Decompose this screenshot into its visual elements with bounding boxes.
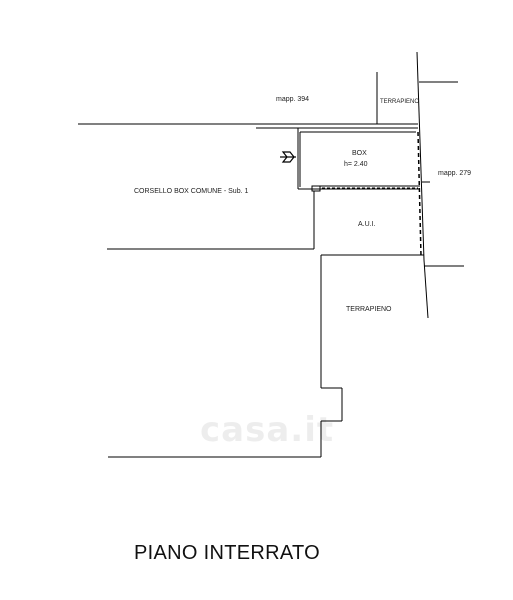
label-terrapieno-top: TERRAPIENO: [380, 99, 420, 105]
plan-title: PIANO INTERRATO: [134, 542, 321, 564]
label-mapp-279: mapp. 279: [438, 170, 472, 177]
door-corner-block: [311, 185, 321, 192]
watermark: casa.it: [200, 410, 335, 450]
right-boundary-line: [416, 51, 425, 261]
label-mapp-394: mapp. 394: [276, 96, 310, 103]
entrance-arrow-icon: [280, 151, 296, 163]
label-terrapieno-main: TERRAPIENO: [346, 306, 392, 313]
label-aui: A.U.I.: [358, 221, 376, 228]
label-corsello: CORSELLO BOX COMUNE - Sub. 1: [134, 188, 249, 195]
label-box-height: h= 2.40: [344, 161, 368, 168]
label-box: BOX: [352, 150, 367, 157]
right-boundary-lower: [423, 259, 429, 319]
